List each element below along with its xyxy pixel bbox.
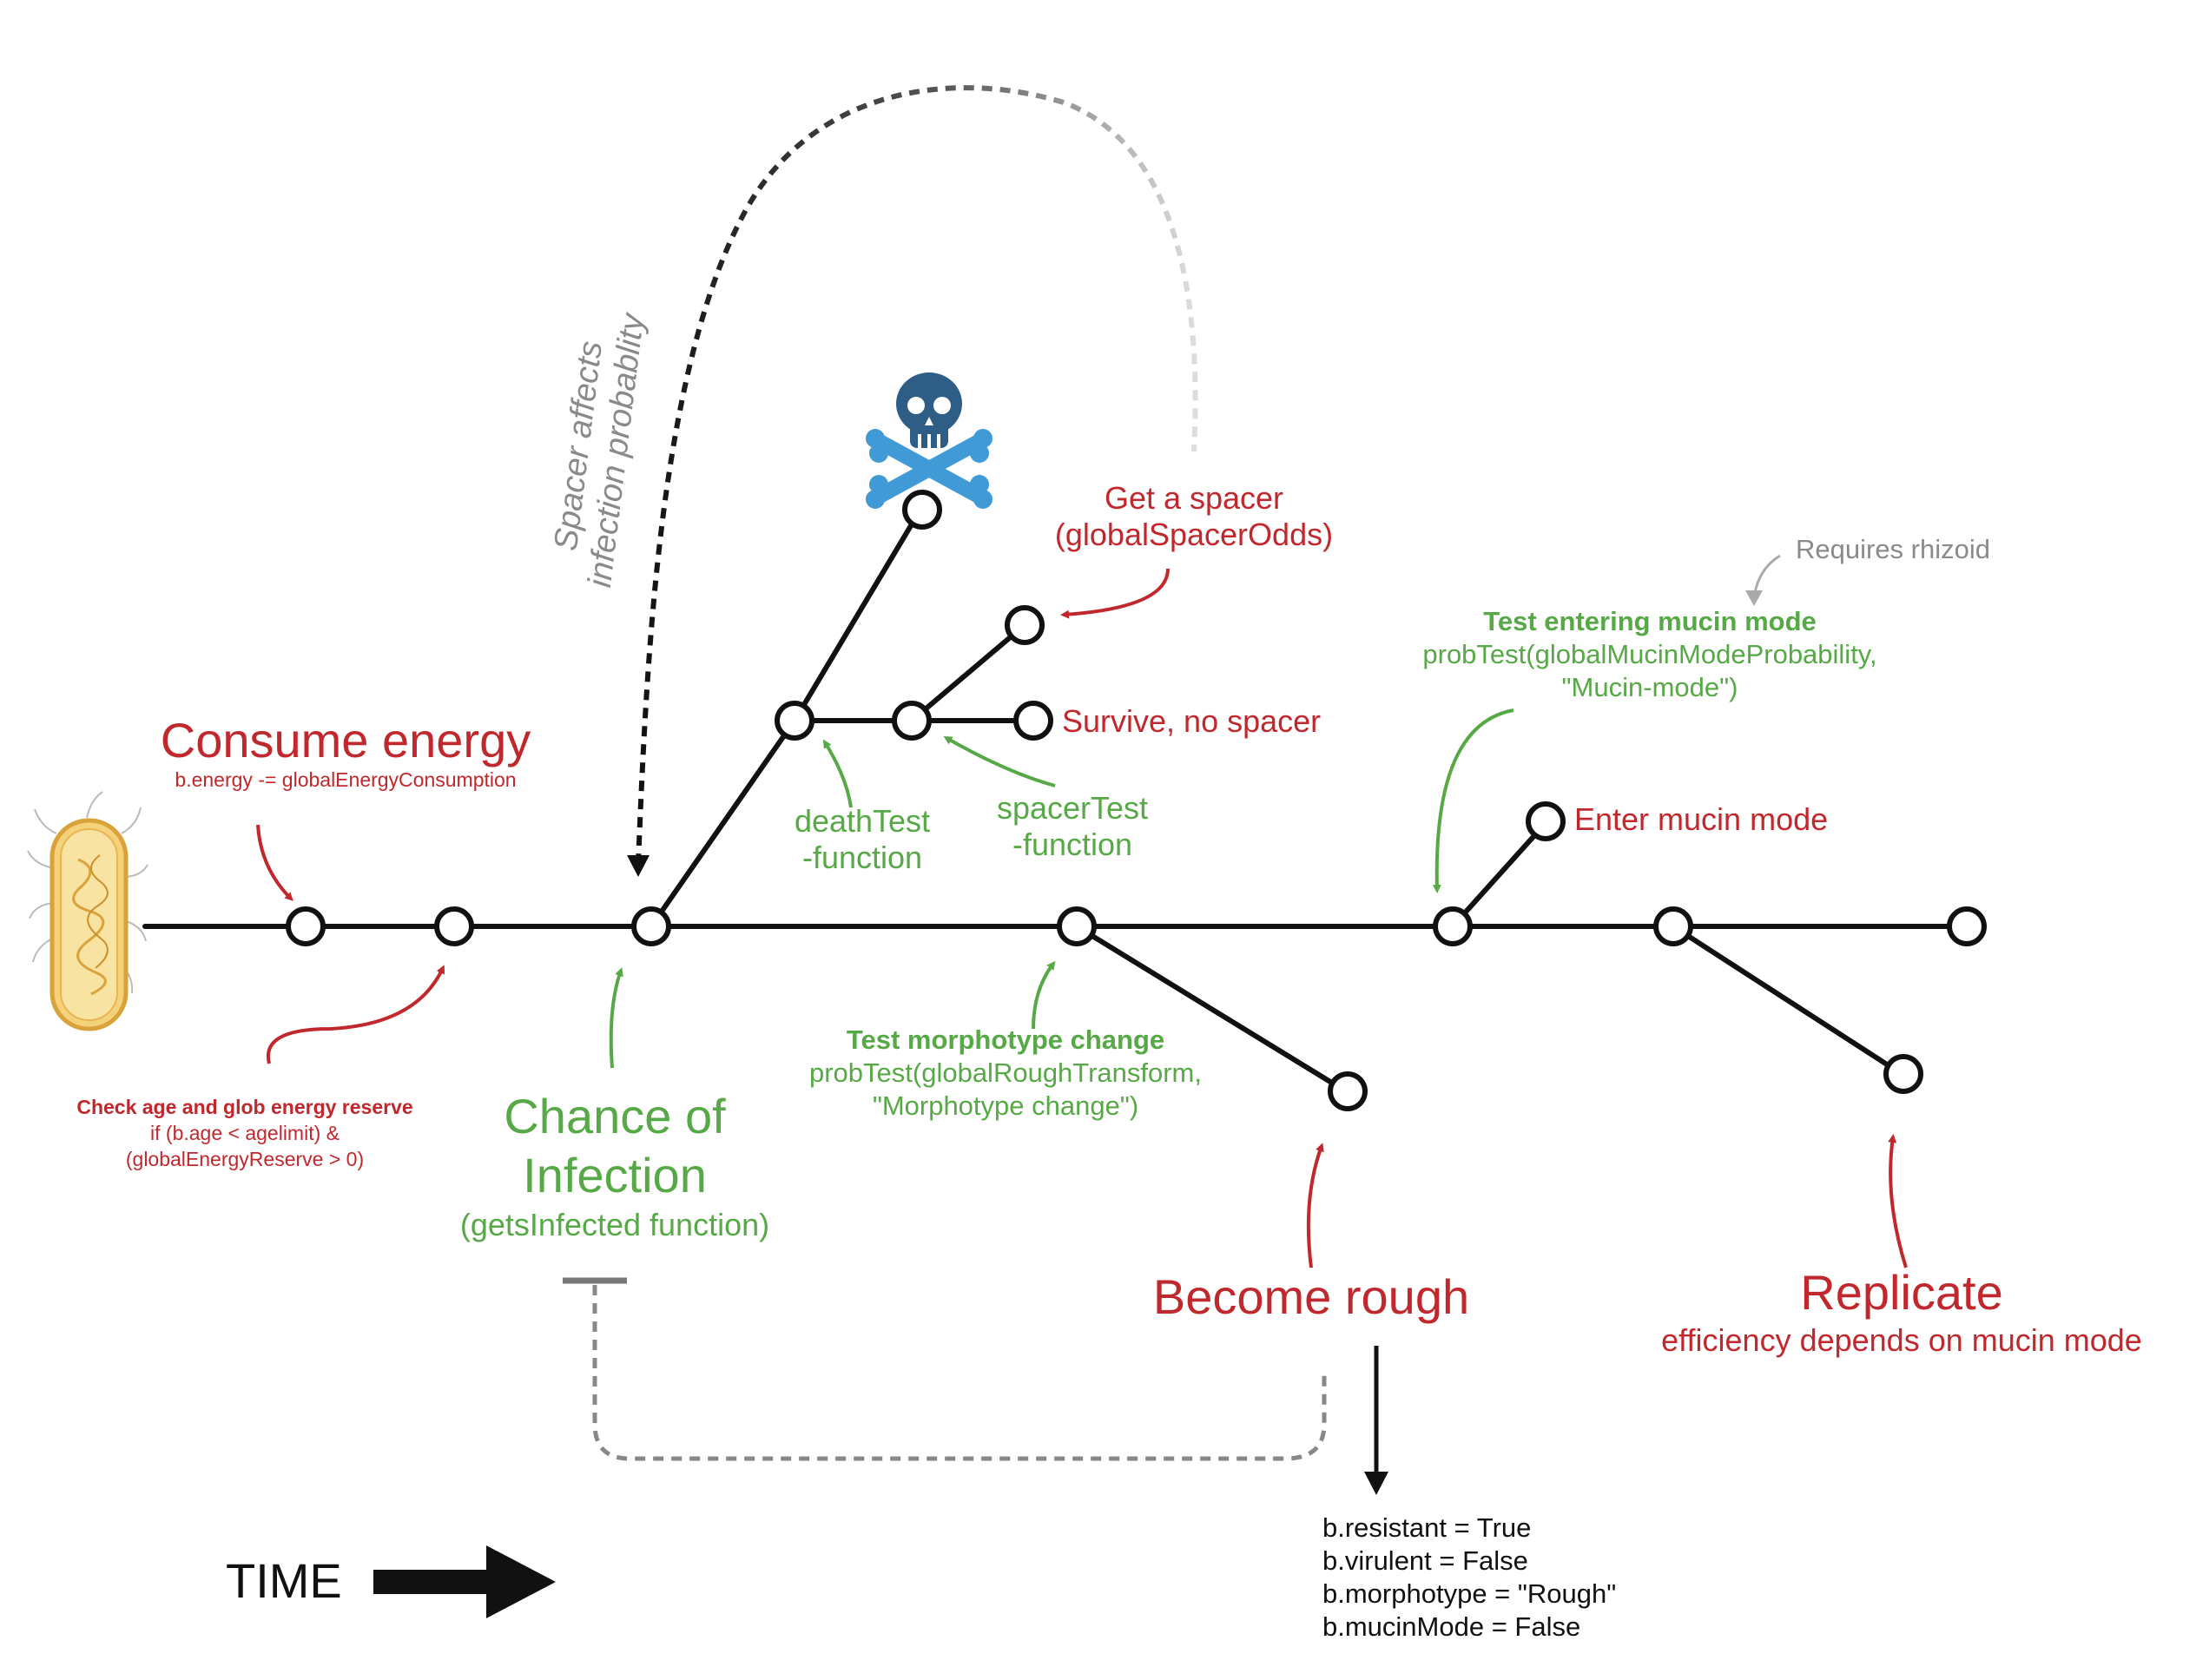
node-rough <box>1328 1071 1368 1111</box>
replicate-label: Replicate <box>1800 1265 2002 1320</box>
morphotype-test-code-2: "Morphotype change") <box>873 1090 1138 1121</box>
node-check <box>434 906 474 946</box>
become-rough-label: Become rough <box>1153 1269 1469 1324</box>
rough-property-2: b.virulent = False <box>1322 1545 1528 1576</box>
node-morph-test <box>1057 906 1097 946</box>
node-spacer-test <box>892 701 932 741</box>
enter-mucin-label: Enter mucin mode <box>1574 801 1828 837</box>
node-consume <box>286 906 326 946</box>
spacer-test-2: -function <box>1012 827 1132 862</box>
right-arrow-icon <box>373 1545 556 1618</box>
spacer-feedback-arrow <box>627 85 1198 877</box>
morphotype-test-title: Test morphotype change <box>847 1024 1164 1055</box>
mucin-test-code-2: "Mucin-mode") <box>1562 672 1738 702</box>
spacer-affects-label: Spacer affects infection probablity <box>548 310 652 590</box>
annotation-arrows <box>256 554 1908 1268</box>
survive-label: Survive, no spacer <box>1062 703 1321 739</box>
mucin-test-code-1: probTest(globalMucinModeProbability, <box>1422 639 1876 669</box>
death-test-2: -function <box>802 840 922 875</box>
infection-function: (getsInfected function) <box>460 1207 769 1242</box>
skull-crossbones-icon <box>866 372 992 509</box>
morphotype-test-code-1: probTest(globalRoughTransform, <box>809 1057 1202 1088</box>
infection-title-1: Chance of <box>504 1089 726 1143</box>
consume-energy-code: b.energy -= globalEnergyConsumption <box>175 768 516 791</box>
rough-property-4: b.mucinMode = False <box>1322 1611 1580 1642</box>
requires-rhizoid-label: Requires rhizoid <box>1796 534 1990 564</box>
get-spacer-title: Get a spacer <box>1105 480 1283 516</box>
node-death <box>902 490 942 530</box>
inhibition-line <box>563 1277 1327 1461</box>
node-end <box>1947 906 1987 946</box>
bacterium-icon <box>27 791 148 1031</box>
time-label: TIME <box>226 1553 342 1608</box>
replicate-sub-label: efficiency depends on mucin mode <box>1661 1322 2142 1358</box>
node-replicate-test <box>1653 906 1693 946</box>
node-replicate <box>1883 1054 1923 1094</box>
rough-property-3: b.morphotype = "Rough" <box>1322 1578 1616 1609</box>
node-mucin-test <box>1433 906 1473 946</box>
spacer-test-1: spacerTest <box>997 790 1148 826</box>
node-survive <box>1013 701 1053 741</box>
node-death-test <box>775 701 814 741</box>
check-age-code-1: if (b.age < agelimit) & <box>150 1122 340 1144</box>
node-enter-mucin <box>1526 801 1566 841</box>
rough-properties-arrow <box>1364 1346 1388 1495</box>
mucin-test-title: Test entering mucin mode <box>1483 606 1817 636</box>
consume-energy-title: Consume energy <box>161 713 531 768</box>
get-spacer-odds: (globalSpacerOdds) <box>1055 517 1333 552</box>
check-age-code-2: (globalEnergyReserve > 0) <box>126 1148 364 1170</box>
node-infection <box>631 906 671 946</box>
timeline-nodes <box>286 490 1987 1111</box>
death-test-1: deathTest <box>795 803 930 839</box>
rough-property-1: b.resistant = True <box>1322 1512 1531 1543</box>
infection-title-2: Infection <box>523 1148 707 1202</box>
node-get-spacer <box>1005 605 1045 645</box>
check-age-title: Check age and glob energy reserve <box>76 1096 412 1118</box>
branch-lines <box>649 507 1904 1094</box>
